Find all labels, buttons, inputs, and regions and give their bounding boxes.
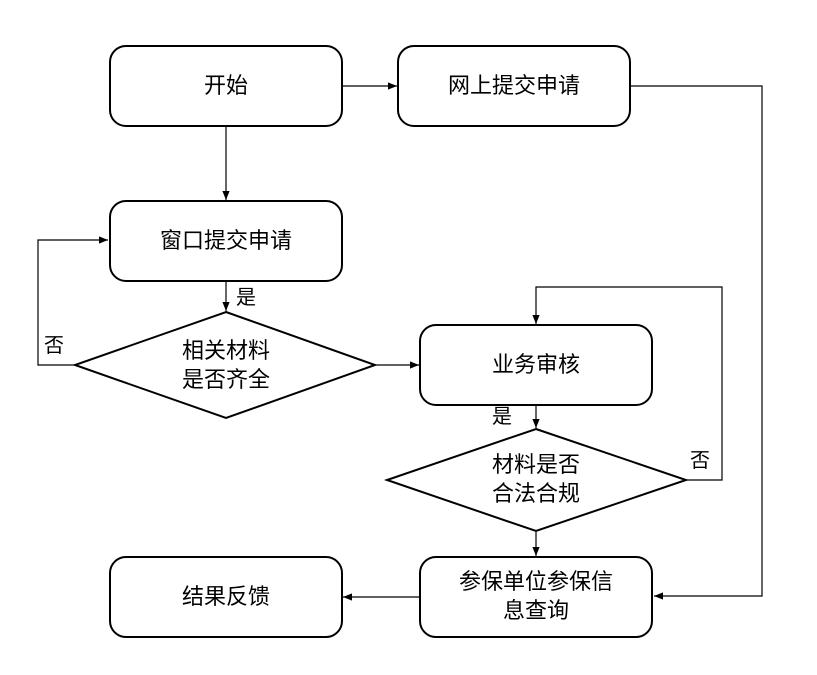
node-info-query-line2: 息查询 xyxy=(503,599,569,624)
edge-label-no-1: 否 xyxy=(44,333,64,357)
node-business-review: 业务审核 xyxy=(419,324,653,406)
decision-materials-legal-line1: 材料是否 xyxy=(492,453,580,478)
node-result-feedback: 结果反馈 xyxy=(109,556,343,638)
decision-materials-legal-line2: 合法合规 xyxy=(492,482,580,507)
node-info-query-line1: 参保单位参保信 xyxy=(459,570,613,595)
edge-check1-no-loop xyxy=(37,236,108,366)
edge-label-yes-2: 是 xyxy=(492,404,512,428)
decision-materials-complete-line1: 相关材料 xyxy=(182,339,270,364)
node-start-label: 开始 xyxy=(204,74,248,99)
node-online-submit: 网上提交申请 xyxy=(397,45,631,127)
edge-check2-no-loop xyxy=(532,286,723,481)
decision-materials-complete-line2: 是否齐全 xyxy=(182,368,270,393)
edge-label-yes-1: 是 xyxy=(236,285,256,309)
node-info-query: 参保单位参保信 息查询 xyxy=(419,556,653,638)
node-business-review-label: 业务审核 xyxy=(492,353,580,378)
node-start: 开始 xyxy=(109,45,343,127)
decision-materials-complete: 相关材料 是否齐全 xyxy=(71,310,378,420)
edge-label-no-2: 否 xyxy=(690,448,710,472)
node-result-feedback-label: 结果反馈 xyxy=(182,585,270,610)
node-window-submit-label: 窗口提交申请 xyxy=(160,229,292,254)
edge-online-to-query xyxy=(630,85,763,600)
node-online-submit-label: 网上提交申请 xyxy=(448,74,580,99)
node-window-submit: 窗口提交申请 xyxy=(109,200,343,282)
decision-materials-legal: 材料是否 合法合规 xyxy=(383,427,690,533)
